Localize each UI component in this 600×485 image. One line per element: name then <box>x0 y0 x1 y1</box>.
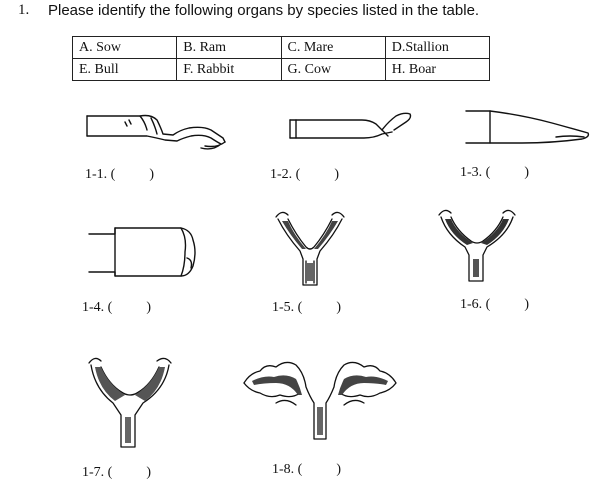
item-label-close: ) <box>336 300 341 315</box>
item-label-close: ) <box>524 297 529 312</box>
item-label-close: ) <box>336 462 341 477</box>
item-label-text: 1-1. ( <box>85 167 116 182</box>
organ-figure-1-8 <box>243 361 397 440</box>
item-label-close: ) <box>146 300 151 315</box>
item-label-close: ) <box>334 167 339 182</box>
item-1-7-label: 1-7. () <box>82 465 151 481</box>
item-label-close: ) <box>149 167 154 182</box>
item-label-close: ) <box>524 165 529 180</box>
item-1-5-label: 1-5. () <box>272 300 341 316</box>
item-1-2-label: 1-2. () <box>270 167 339 183</box>
item-label-close: ) <box>146 465 151 480</box>
item-label-text: 1-6. ( <box>460 297 491 312</box>
item-1-3-label: 1-3. () <box>460 165 529 181</box>
item-label-text: 1-4. ( <box>82 300 113 315</box>
table-cell: G. Cow <box>280 58 386 81</box>
table-cell: B. Ram <box>176 36 282 59</box>
item-label-text: 1-7. ( <box>82 465 113 480</box>
table-row: E. Bull F. Rabbit G. Cow H. Boar <box>71 58 491 81</box>
item-label-text: 1-3. ( <box>460 165 491 180</box>
item-1-1-label: 1-1. () <box>85 167 154 183</box>
question-number: 1. <box>18 2 30 18</box>
table-cell: H. Boar <box>384 58 491 81</box>
question-text: Please identify the following organs by … <box>48 2 480 19</box>
table-cell: D.Stallion <box>384 36 491 59</box>
species-table: A. Sow B. Ram C. Mare D.Stallion E. Bull… <box>71 36 491 81</box>
item-1-6-label: 1-6. () <box>460 297 529 313</box>
organ-figure-1-7 <box>88 357 172 448</box>
organ-figure-1-6 <box>438 209 516 282</box>
table-cell: A. Sow <box>71 36 178 59</box>
item-label-text: 1-2. ( <box>270 167 301 182</box>
organ-figure-1-1 <box>86 114 226 150</box>
item-label-text: 1-8. ( <box>272 462 303 477</box>
table-cell: E. Bull <box>71 58 178 81</box>
organ-figure-1-4 <box>88 227 196 277</box>
organ-figure-1-2 <box>289 112 412 139</box>
item-1-4-label: 1-4. () <box>82 300 151 316</box>
organ-figure-1-3 <box>465 110 590 144</box>
table-cell: F. Rabbit <box>176 58 282 81</box>
table-row: A. Sow B. Ram C. Mare D.Stallion <box>71 36 491 59</box>
table-cell: C. Mare <box>280 36 386 59</box>
item-1-8-label: 1-8. () <box>272 462 341 478</box>
organ-figure-1-5 <box>275 211 345 286</box>
item-label-text: 1-5. ( <box>272 300 303 315</box>
